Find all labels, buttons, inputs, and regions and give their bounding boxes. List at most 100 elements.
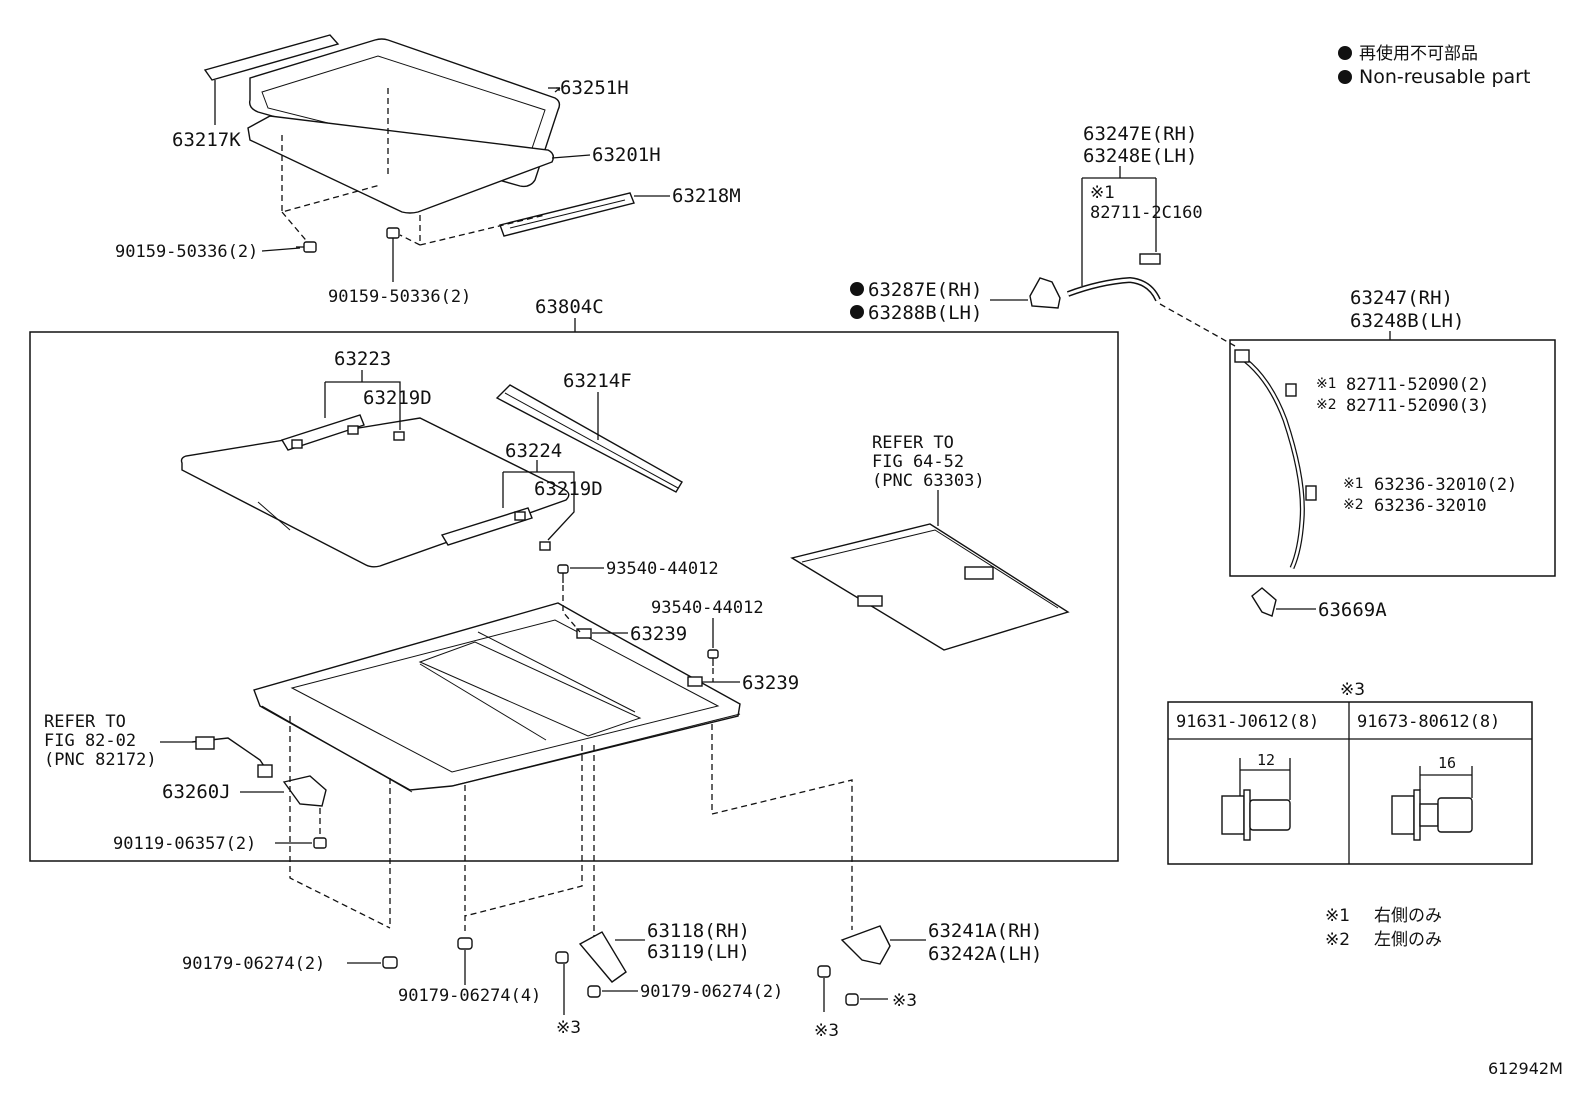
flange-bolt-icon <box>1391 766 1473 841</box>
fastener-col1-header: 91631-J0612(8) <box>1176 712 1319 732</box>
part-label-63241A: 63241A(RH) <box>928 920 1042 942</box>
part-label-63248B: 63248B(LH) <box>1350 310 1464 332</box>
deflector-group: 63214F <box>495 370 683 493</box>
note-1-text: 右側のみ <box>1374 906 1442 926</box>
rear-strip-detail <box>509 199 626 229</box>
frame-rail <box>477 631 636 713</box>
non-reusable-dot-icon <box>850 282 864 296</box>
flange-bolt-icon <box>1221 758 1291 841</box>
part-label-63119: 63119(LH) <box>647 941 750 963</box>
part-label-63669A: 63669A <box>1318 599 1387 621</box>
motor-part-63260J <box>282 775 327 807</box>
fastener-dim-1: 12 <box>1257 751 1275 769</box>
fastener-table-border <box>1167 701 1533 865</box>
grommet-63669A <box>1251 587 1277 617</box>
frame-crossbar <box>418 641 642 737</box>
part-label-63219D-2: 63219D <box>534 478 603 500</box>
part-label-90179-a: 90179-06274(2) <box>182 954 325 974</box>
sunroof-frame-group: 63239 63239 93540-44012 93540-44012 <box>253 559 799 793</box>
sunshade-ref-part <box>790 523 1070 651</box>
nut-icon <box>382 956 398 969</box>
part-label-90159-b: 90159-50336(2) <box>328 287 471 307</box>
part-label-63248E: 63248E(LH) <box>1083 145 1197 167</box>
bracket-63118 <box>578 931 627 983</box>
part-label-63214F: 63214F <box>563 370 632 392</box>
deflector-strip-part <box>203 34 340 81</box>
refer-1-line3: (PNC 63303) <box>872 471 985 491</box>
refer-1-line2: FIG 64-52 <box>872 452 964 472</box>
slider-clip <box>291 439 303 449</box>
part-label-63239-b: 63239 <box>742 672 799 694</box>
marker-3-c: ※3 <box>892 991 917 1011</box>
nut-icon <box>555 951 569 964</box>
frame-rail <box>261 705 413 793</box>
dashed-guide <box>289 716 391 929</box>
sunshade-handle <box>964 566 994 580</box>
notes: ※1 右側のみ ※2 左側のみ <box>1325 906 1442 950</box>
part-label-90179-b: 90179-06274(4) <box>398 986 541 1006</box>
leader-line <box>261 247 301 252</box>
slider-clip <box>347 425 359 435</box>
clip-63239 <box>576 628 592 639</box>
bolt-icon <box>313 837 327 849</box>
part-label-63239-a: 63239 <box>630 623 687 645</box>
sunshade-detail <box>257 501 291 531</box>
legend: 再使用不可部品 Non-reusable part <box>1338 43 1530 88</box>
sunshade-handle <box>857 595 883 607</box>
motor-group: REFER TO FIG 82-02 (PNC 82172) 63260J 90… <box>44 712 327 854</box>
fastener-table: ※3 91631-J0612(8) 91673-80612(8) 12 16 <box>1167 680 1533 865</box>
glass-assembly-group: 63251H 63217K 63201H 63218M 90159-50336(… <box>115 34 741 307</box>
clip-63239 <box>687 676 703 687</box>
part-label-63224: 63224 <box>505 440 562 462</box>
marker-2-b: ※2 <box>1316 397 1337 413</box>
pad-63219D <box>539 541 551 551</box>
marker-2-c: ※2 <box>1343 497 1364 513</box>
refer-2-line2: FIG 82-02 <box>44 731 136 751</box>
screw-icon <box>557 564 569 583</box>
part-label-90159-a: 90159-50336(2) <box>115 242 258 262</box>
slider-part-63224 <box>440 507 533 546</box>
leader-line <box>554 87 561 93</box>
leader-line <box>551 154 591 159</box>
dashed-guide <box>562 585 581 633</box>
marker-1-a: ※1 <box>1090 183 1115 203</box>
marker-3-a: ※3 <box>556 1018 581 1038</box>
marker-1-b: ※1 <box>1316 376 1337 392</box>
hose-end-icon <box>1234 349 1250 363</box>
sunshade-reference-group: REFER TO FIG 64-52 (PNC 63303) <box>790 433 1070 651</box>
bolt-icon <box>296 241 317 253</box>
nut-icon <box>587 985 601 998</box>
bottom-fasteners-group: 90179-06274(2) 90179-06274(4) 63118(RH) … <box>182 920 1042 1041</box>
part-label-63118: 63118(RH) <box>647 920 750 942</box>
part-label-63242A: 63242A(LH) <box>928 943 1042 965</box>
part-label-63218M: 63218M <box>672 185 741 207</box>
weatherstrip-inner <box>261 55 546 173</box>
nut-icon <box>817 965 831 978</box>
clip-icon <box>1139 253 1161 265</box>
part-label-63217K: 63217K <box>172 129 241 151</box>
pad-63219D <box>393 431 405 441</box>
part-label-63804C: 63804C <box>535 296 604 318</box>
part-label-63260J: 63260J <box>162 781 231 803</box>
note-2-mark: ※2 <box>1325 930 1350 950</box>
frame-rail <box>451 713 741 787</box>
connector-icon <box>195 736 215 750</box>
part-label-63251H: 63251H <box>560 77 629 99</box>
assembly-63804C-box <box>29 331 1119 862</box>
part-label-93540-b: 93540-44012 <box>651 598 764 618</box>
dashed-guide <box>711 724 853 930</box>
connector-icon <box>257 764 273 778</box>
dashed-guide <box>281 135 381 213</box>
hose-assembly-box <box>1229 339 1556 577</box>
part-label-82711-a: 82711-52090(2) <box>1346 375 1489 395</box>
non-reusable-dot-icon <box>850 305 864 319</box>
dashed-guide <box>419 214 546 246</box>
fastener-dim-2: 16 <box>1438 754 1456 772</box>
part-label-63201H: 63201H <box>592 144 661 166</box>
fastener-table-title: ※3 <box>1340 680 1365 700</box>
legend-en: Non-reusable part <box>1359 66 1530 88</box>
note-2-text: 左側のみ <box>1374 930 1442 950</box>
sunshade-ref-detail <box>801 529 1059 609</box>
part-label-63236-b: 63236-32010 <box>1374 496 1487 516</box>
